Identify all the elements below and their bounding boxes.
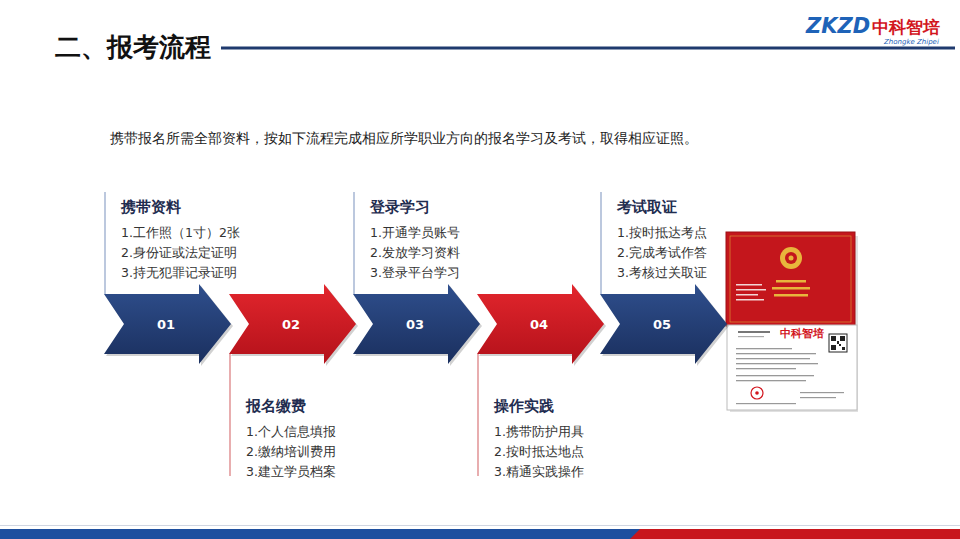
label-wrap: 携带报名所需全部资料，按如下流程完成相应所学职业方向的报名学习及考试，取得相应证… [110, 130, 698, 146]
step-heading: 登录学习 [370, 197, 460, 217]
leader-line [229, 354, 230, 476]
step-number-wrap: 03 [371, 284, 459, 364]
step-item: 1.个人信息填报 [246, 422, 336, 442]
step-text-column: 报名缴费 1.个人信息填报2.缴纳培训费用3.建立学员档案 [246, 396, 336, 482]
label-wrap: 中科智培 [872, 17, 940, 37]
step-heading: 携带资料 [121, 197, 240, 217]
chevron-body [353, 284, 480, 364]
step-item: 3.建立学员档案 [246, 462, 336, 482]
certificate-illustration [726, 232, 858, 412]
logo-mark: ZKZD [806, 14, 870, 39]
step-number: 02 [282, 317, 300, 332]
process-arrow: 登录学习1.开通学员账号2.发放学习资料3.登录平台学习03 [353, 284, 480, 364]
chevron-body [229, 284, 356, 364]
label-wrap: Zhongke Zhipei [884, 38, 939, 46]
logo-name: 中科智培 [872, 17, 940, 37]
chevron-body [104, 284, 231, 364]
step-text-column: 登录学习 1.开通学员账号2.发放学习资料3.登录平台学习 [370, 197, 460, 283]
page-title: 二、报考流程 [55, 31, 211, 63]
step-item: 3.考核过关取证 [617, 263, 707, 283]
chevron-body [477, 284, 604, 364]
step-number-wrap: 01 [122, 284, 210, 364]
title-wrap: 二、报考流程 [55, 31, 211, 63]
step-heading: 操作实践 [494, 396, 584, 416]
leader-line [353, 192, 354, 294]
certificate-brand: 中科智培 [780, 327, 824, 340]
step-item: 3.精通实践操作 [494, 462, 584, 482]
step-number-wrap: 05 [618, 284, 706, 364]
leader-line [104, 192, 105, 294]
process-arrow: 报名缴费1.个人信息填报2.缴纳培训费用3.建立学员档案02 [229, 284, 356, 364]
label-wrap: ZKZD [806, 14, 870, 39]
chevron-body [600, 284, 727, 364]
step-item: 2.缴纳培训费用 [246, 442, 336, 462]
step-text-column: 操作实践 1.携带防护用具2.按时抵达地点3.精通实践操作 [494, 396, 584, 482]
step-number-wrap: 02 [247, 284, 335, 364]
process-arrow: 携带资料1.工作照（1寸）2张2.身份证或法定证明3.持无犯罪记录证明01 [104, 284, 231, 364]
logo-subtitle: Zhongke Zhipei [884, 38, 939, 46]
step-number-wrap: 04 [495, 284, 583, 364]
leader-line [600, 192, 601, 294]
step-item: 1.按时抵达考点 [617, 223, 707, 243]
step-item: 3.持无犯罪记录证明 [121, 263, 240, 283]
step-item: 1.工作照（1寸）2张 [121, 223, 240, 243]
step-item: 2.完成考试作答 [617, 243, 707, 263]
leader-line [477, 354, 478, 476]
step-item: 1.携带防护用具 [494, 422, 584, 442]
step-item: 2.发放学习资料 [370, 243, 460, 263]
step-item: 2.身份证或法定证明 [121, 243, 240, 263]
title-rule [221, 47, 955, 50]
step-number: 05 [653, 317, 671, 332]
step-heading: 考试取证 [617, 197, 707, 217]
step-item: 2.按时抵达地点 [494, 442, 584, 462]
step-number: 03 [406, 317, 424, 332]
step-number: 01 [157, 317, 175, 332]
footer-bars [0, 525, 960, 539]
step-text-column: 考试取证 1.按时抵达考点2.完成考试作答3.考核过关取证 [617, 197, 707, 283]
step-text-column: 携带资料 1.工作照（1寸）2张2.身份证或法定证明3.持无犯罪记录证明 [121, 197, 240, 283]
intro-text: 携带报名所需全部资料，按如下流程完成相应所学职业方向的报名学习及考试，取得相应证… [110, 130, 698, 146]
step-item: 1.开通学员账号 [370, 223, 460, 243]
process-arrow: 操作实践1.携带防护用具2.按时抵达地点3.精通实践操作04 [477, 284, 604, 364]
label-wrap: 中科智培 [780, 327, 824, 340]
process-arrow: 考试取证1.按时抵达考点2.完成考试作答3.考核过关取证05 [600, 284, 727, 364]
step-item: 3.登录平台学习 [370, 263, 460, 283]
step-heading: 报名缴费 [246, 396, 336, 416]
step-number: 04 [530, 317, 548, 332]
